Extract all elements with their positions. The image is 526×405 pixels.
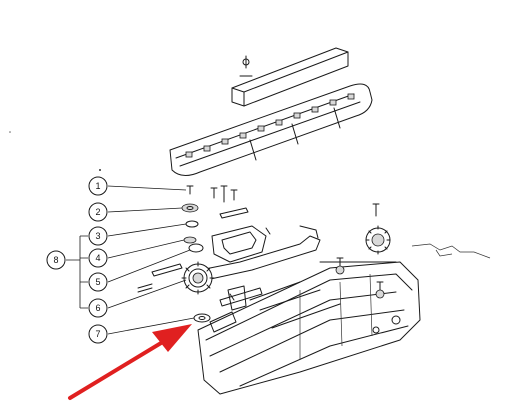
callout-8: 8 — [46, 250, 66, 270]
drive-chain — [169, 83, 373, 176]
callout-label: 4 — [95, 253, 100, 263]
callout-4: 4 — [88, 248, 108, 268]
shaft — [137, 263, 183, 293]
callout-7: 7 — [88, 324, 108, 344]
callout-label: 6 — [95, 303, 100, 313]
callout-2: 2 — [88, 202, 108, 222]
stray-dot — [99, 169, 101, 171]
callout-6: 6 — [88, 298, 108, 318]
callout-5: 5 — [88, 272, 108, 292]
callout-label: 7 — [95, 329, 100, 339]
fastener-stack — [181, 185, 204, 253]
side-sketch — [411, 243, 491, 259]
stray-dot — [9, 131, 11, 133]
leader-lines — [66, 185, 195, 335]
base-frame — [197, 257, 421, 395]
chain-tensioner-frame — [199, 225, 321, 281]
callout-label: 3 — [95, 231, 100, 241]
red-pointer-arrow — [68, 324, 192, 400]
callout-label: 5 — [95, 277, 100, 287]
idler-sprocket — [365, 203, 391, 255]
callout-label: 2 — [95, 207, 100, 217]
chain-guide-rail — [231, 47, 349, 107]
callout-3: 3 — [88, 226, 108, 246]
callout-label: 1 — [95, 181, 100, 191]
small-bolts — [210, 185, 271, 235]
washer — [193, 313, 211, 323]
callout-label: 8 — [53, 255, 58, 265]
sprocket — [181, 261, 215, 295]
callout-1: 1 — [88, 176, 108, 196]
